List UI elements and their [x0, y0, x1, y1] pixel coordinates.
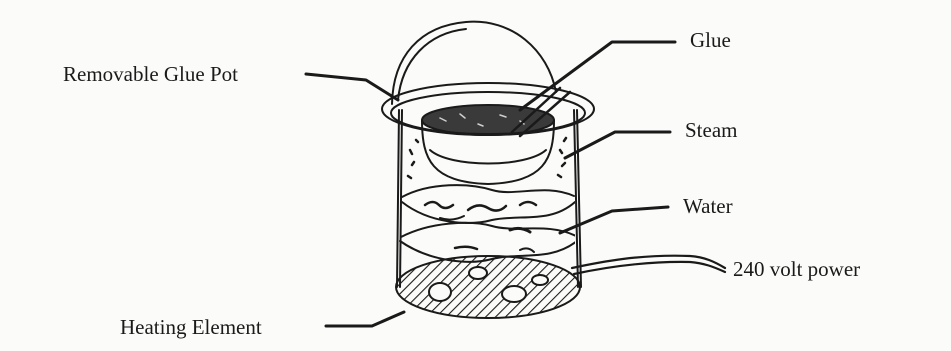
leader-steam [565, 132, 670, 158]
leader-glue-pot [306, 74, 398, 100]
leader-heating-element [326, 312, 404, 326]
label-water: Water [683, 196, 733, 217]
label-steam: Steam [685, 120, 738, 141]
leader-glue [520, 42, 675, 110]
label-removable-glue-pot: Removable Glue Pot [63, 64, 238, 85]
removable-glue-pot [422, 105, 554, 184]
label-glue: Glue [690, 30, 731, 51]
label-power: 240 volt power [733, 259, 860, 280]
heating-element [396, 256, 580, 318]
water-body [400, 185, 577, 262]
label-heating-element: Heating Element [120, 317, 262, 338]
power-cord [572, 256, 725, 274]
